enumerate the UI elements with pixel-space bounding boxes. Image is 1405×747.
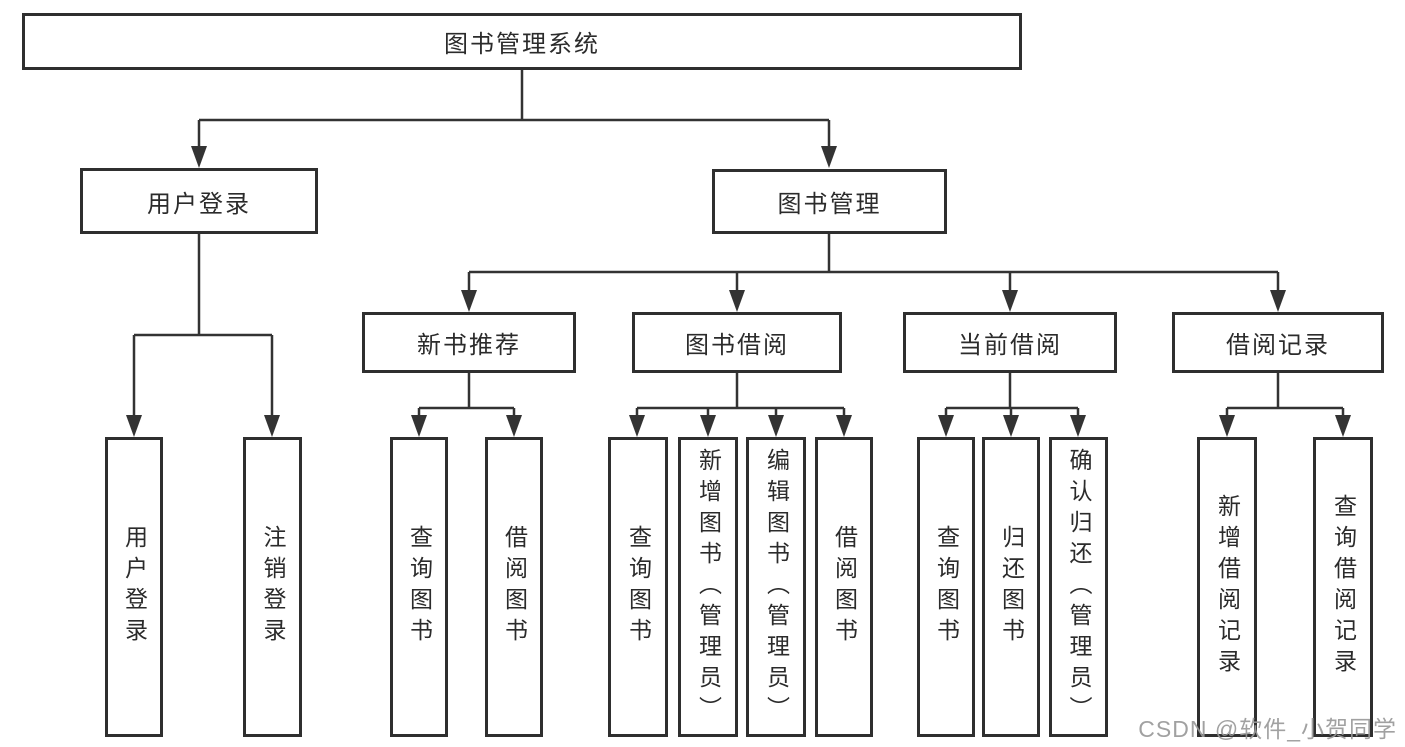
- leaf-label: 确认归还（管理员）: [1066, 447, 1092, 727]
- leaf-label: 借阅图书: [831, 525, 858, 649]
- leaf-user-login: 用户登录: [105, 437, 163, 737]
- leaf-query-books-current: 查询图书: [917, 437, 975, 737]
- leaf-label: 用户登录: [121, 525, 148, 649]
- leaf-add-book-admin: 新增图书（管理员）: [678, 437, 738, 737]
- leaf-label: 查询借阅记录: [1330, 494, 1357, 680]
- node-borrowing-records: 借阅记录: [1172, 312, 1384, 373]
- arrowheads: [126, 146, 1351, 437]
- node-new-book-recommendation: 新书推荐: [362, 312, 576, 373]
- node-library-management-system: 图书管理系统: [22, 13, 1022, 70]
- node-label: 图书管理: [777, 191, 882, 218]
- node-book-borrowing: 图书借阅: [632, 312, 842, 373]
- node-label: 用户登录: [147, 190, 251, 218]
- node-label: 当前借阅: [958, 332, 1062, 359]
- node-current-borrowing: 当前借阅: [903, 312, 1117, 373]
- node-label: 图书借阅: [685, 332, 789, 359]
- leaf-label: 借阅图书: [501, 525, 528, 649]
- leaf-query-borrow-record: 查询借阅记录: [1313, 437, 1373, 737]
- node-book-management: 图书管理: [712, 169, 947, 234]
- leaf-query-books-recommend: 查询图书: [390, 437, 448, 737]
- leaf-label: 编辑图书（管理员）: [763, 447, 790, 727]
- leaf-confirm-return-admin: 确认归还（管理员）: [1049, 437, 1108, 737]
- leaf-label: 归还图书: [998, 525, 1025, 649]
- leaf-return-book: 归还图书: [982, 437, 1040, 737]
- leaf-label: 注销登录: [260, 525, 286, 649]
- leaf-add-borrow-record: 新增借阅记录: [1197, 437, 1257, 737]
- node-user-login: 用户登录: [80, 168, 318, 234]
- leaf-label: 查询图书: [625, 525, 652, 649]
- node-label: 借阅记录: [1226, 332, 1330, 359]
- leaf-label: 新增图书（管理员）: [695, 447, 722, 727]
- leaf-borrow-books-borrowing: 借阅图书: [815, 437, 873, 737]
- leaf-logout: 注销登录: [243, 437, 302, 737]
- leaf-label: 新增借阅记录: [1214, 494, 1241, 680]
- leaf-label: 查询图书: [933, 525, 960, 649]
- leaf-borrow-books-recommend: 借阅图书: [485, 437, 543, 737]
- leaf-label: 查询图书: [406, 525, 433, 649]
- csdn-watermark: CSDN @软件_小贺同学: [1138, 716, 1397, 742]
- leaf-edit-book-admin: 编辑图书（管理员）: [746, 437, 806, 737]
- node-label: 图书管理系统: [444, 31, 600, 58]
- node-label: 新书推荐: [417, 332, 521, 359]
- leaf-query-books-borrowing: 查询图书: [608, 437, 668, 737]
